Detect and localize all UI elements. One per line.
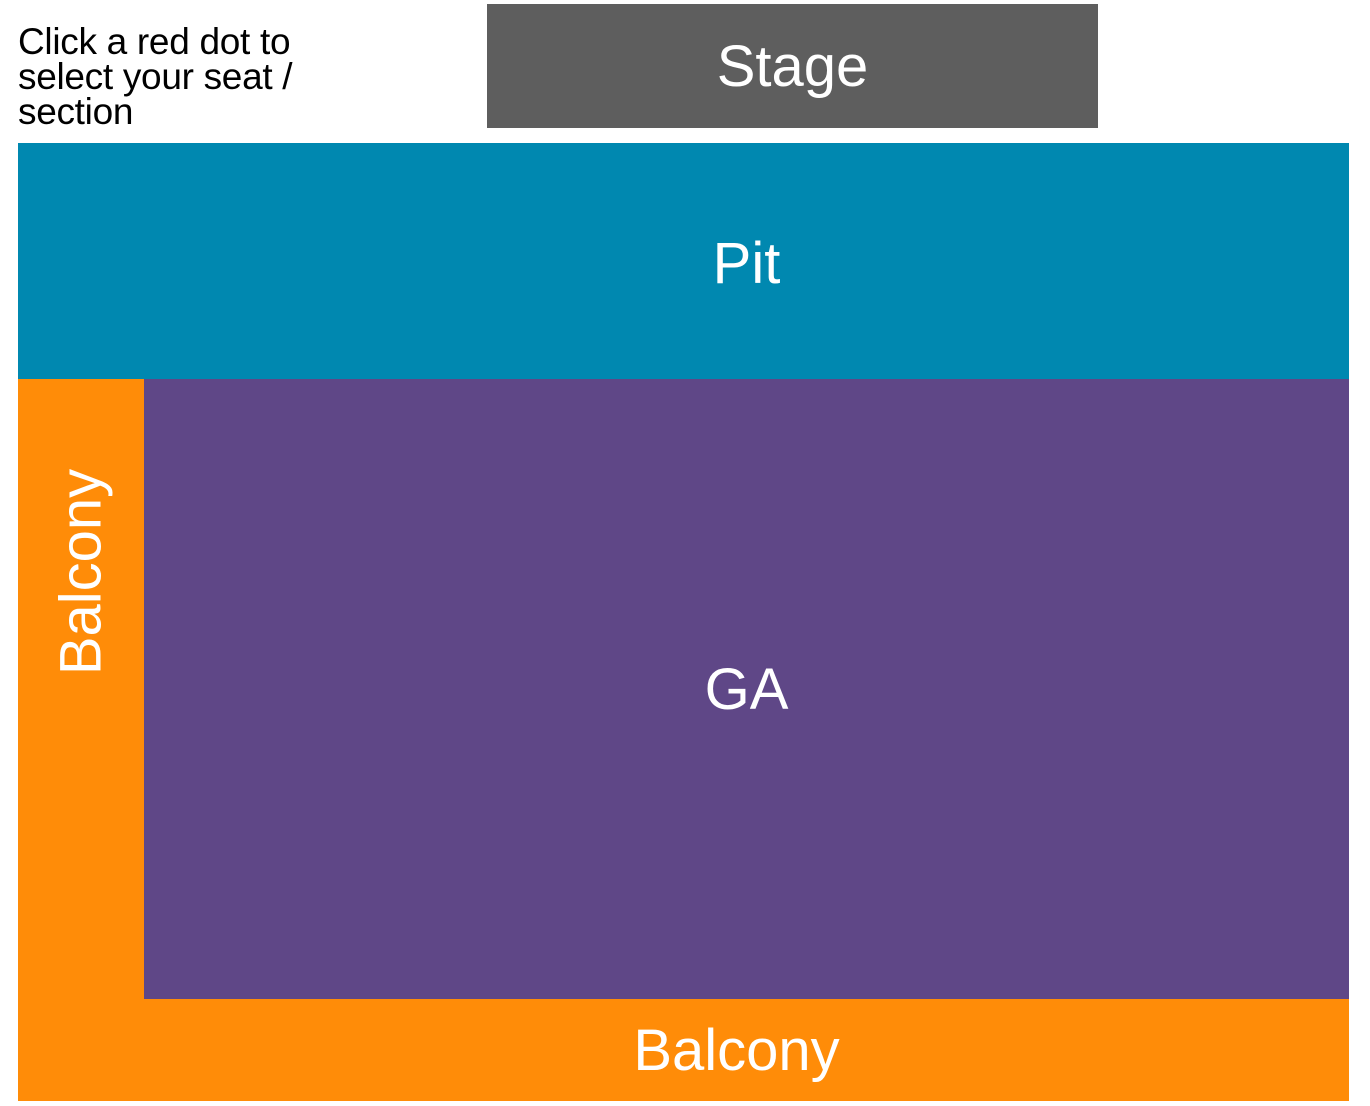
section-pit-label: Pit xyxy=(712,230,781,296)
stage-label: Stage xyxy=(716,33,869,99)
section-pit[interactable]: Pit xyxy=(18,143,1349,379)
stage-block: Stage xyxy=(487,4,1098,128)
section-balcony-left-label: Balcony xyxy=(48,468,114,676)
section-ga[interactable]: GA xyxy=(144,379,1349,999)
section-balcony-bottom-label: Balcony xyxy=(633,1017,840,1083)
section-balcony-bottom[interactable]: Balcony xyxy=(18,999,1349,1101)
section-ga-label: GA xyxy=(704,656,789,722)
instructions-text: Click a red dot to select your seat / se… xyxy=(18,21,293,132)
